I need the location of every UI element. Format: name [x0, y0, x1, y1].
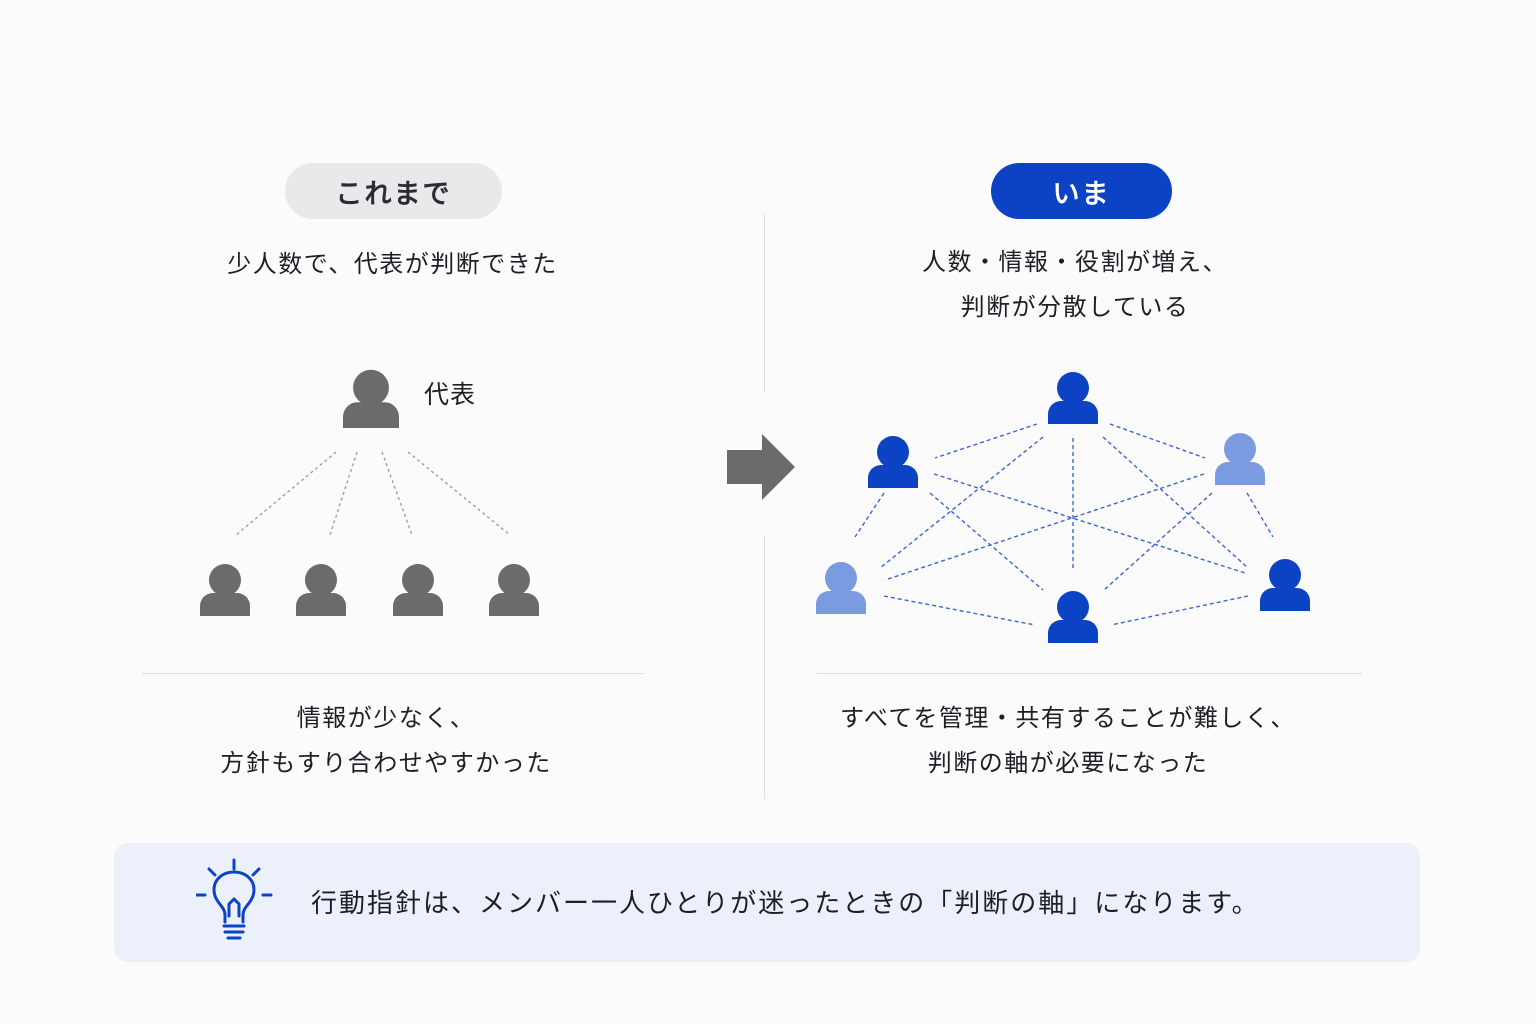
- after-badge: いま: [991, 163, 1172, 219]
- transition-arrow-icon: [727, 434, 795, 500]
- before-description: 情報が少なく、 方針もすり合わせやすかった: [180, 696, 592, 786]
- guideline-banner: [114, 843, 1420, 962]
- representative-person-icon: [343, 369, 399, 428]
- after-description: すべてを管理・共有することが難しく、 判断の軸が必要になった: [820, 696, 1316, 786]
- after-description-line-1: すべてを管理・共有することが難しく、: [840, 704, 1296, 732]
- before-badge: これまで: [285, 163, 502, 219]
- member-person-icon: [296, 564, 346, 616]
- before-heading-text: 少人数で、代表が判断できた: [227, 250, 558, 278]
- before-people: [200, 369, 539, 616]
- center-divider-top: [764, 213, 765, 393]
- guideline-banner-text: 行動指針は、メンバー一人ひとりが迷ったときの「判断の軸」になります。: [311, 889, 1260, 919]
- after-description-line-2: 判断の軸が必要になった: [927, 749, 1209, 777]
- before-connection-lines: [235, 451, 511, 536]
- left-upper-person-icon: [868, 436, 918, 488]
- right-lower-person-icon: [1260, 559, 1310, 611]
- left-lower-person-icon: [816, 562, 866, 614]
- before-divider: [142, 673, 644, 674]
- right-upper-person-icon: [1215, 433, 1265, 485]
- before-description-line-2: 方針もすり合わせやすかった: [220, 749, 552, 777]
- after-network-lines: [854, 423, 1274, 626]
- after-divider: [817, 673, 1362, 674]
- after-heading-line-2: 判断が分散している: [960, 293, 1190, 321]
- member-person-icon: [200, 564, 250, 616]
- before-heading: 少人数で、代表が判断できた: [190, 242, 595, 287]
- center-divider-bottom: [764, 535, 765, 799]
- after-people: [816, 372, 1310, 643]
- top-person-icon: [1048, 372, 1098, 424]
- member-person-icon: [489, 564, 539, 616]
- after-heading-line-1: 人数・情報・役割が増え、: [922, 248, 1228, 276]
- bottom-person-icon: [1048, 591, 1098, 643]
- representative-label: 代表: [424, 380, 477, 409]
- member-person-icon: [393, 564, 443, 616]
- lightbulb-icon: [196, 858, 273, 940]
- before-description-line-1: 情報が少なく、: [296, 704, 476, 732]
- after-heading: 人数・情報・役割が増え、 判断が分散している: [870, 240, 1280, 330]
